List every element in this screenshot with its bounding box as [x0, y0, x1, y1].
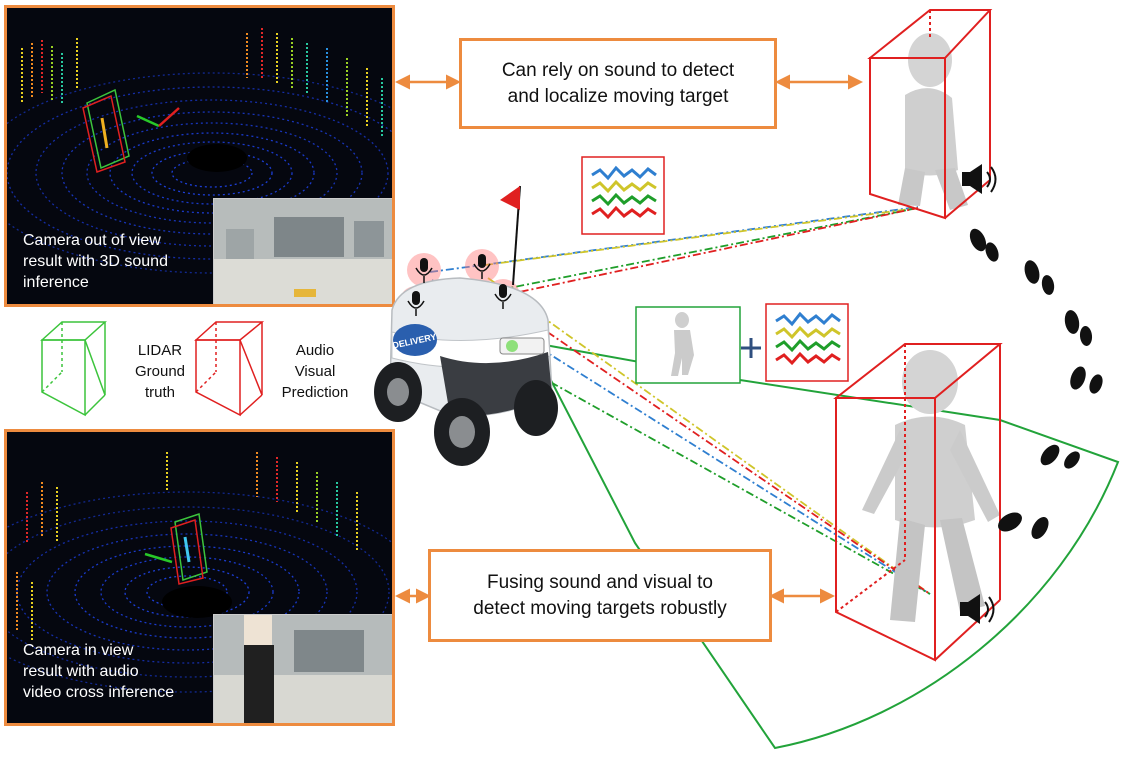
camera-inset-top — [213, 198, 392, 304]
audio-waveform-top — [581, 156, 665, 235]
microphone-icon — [494, 284, 512, 309]
legend-prediction-box — [194, 321, 265, 417]
microphone-icon — [415, 258, 433, 283]
audio-waveform-middle — [765, 303, 849, 382]
microphone-icon — [407, 291, 425, 316]
delivery-robot: DELIVERY — [374, 185, 558, 466]
lidar-panel-top: Camera out of view result with 3D sound … — [4, 5, 395, 307]
plus-icon — [741, 338, 761, 358]
speaker-icon — [960, 594, 995, 624]
camera-fov-outline — [524, 329, 1120, 750]
top-panel-caption: Camera out of view result with 3D sound … — [23, 232, 168, 291]
bottom-description-box: Fusing sound and visual to detect moving… — [428, 549, 772, 642]
legend-ground-truth-label: LIDAR Ground truth — [134, 342, 186, 401]
person-top — [898, 33, 968, 210]
lidar-pointcloud-top — [7, 28, 392, 274]
prediction-box-bottom — [833, 343, 1003, 662]
flag-icon — [500, 186, 520, 210]
microphone-icon — [473, 254, 491, 279]
top-description-box: Can rely on sound to detect and localize… — [459, 38, 777, 129]
camera-thumbnail — [635, 306, 741, 384]
speaker-icon — [962, 164, 997, 194]
footprint-icon — [969, 228, 1103, 539]
legend-prediction-label: Audio Visual Prediction — [281, 342, 349, 401]
lidar-panel-bottom: Camera in view result with audio video c… — [4, 429, 395, 726]
camera-inset-bottom — [213, 614, 392, 723]
lidar-pointcloud-bottom — [7, 452, 392, 693]
legend-ground-truth-box — [40, 321, 107, 417]
bottom-panel-caption: Camera in view result with audio video c… — [23, 642, 175, 701]
prediction-box-top — [867, 9, 993, 220]
person-bottom — [862, 350, 1000, 622]
